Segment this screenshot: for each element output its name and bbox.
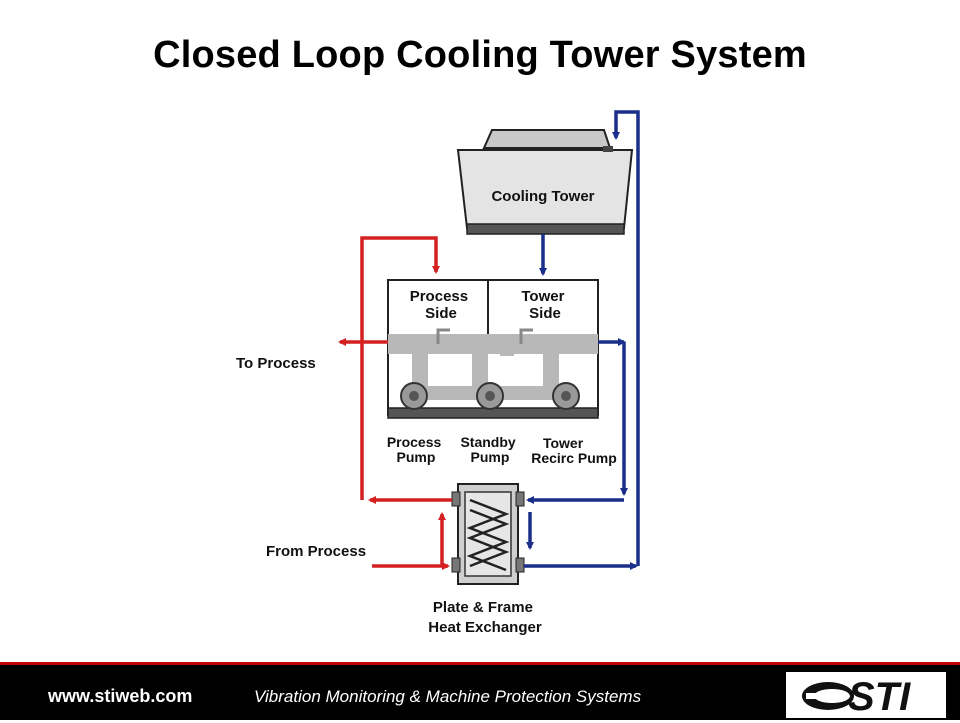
to-process-label: To Process [236,355,316,372]
sti-logo-text: STI [848,675,911,718]
pump-skid: Process Side Tower Side [387,279,599,419]
standby-pump-label: Standby Pump [460,434,519,465]
cooling-tower-label: Cooling Tower [491,188,594,205]
footer-url[interactable]: www.stiweb.com [48,686,193,706]
process-loop-piping [338,236,452,570]
sti-logo: STI [786,672,946,719]
cooling-tower: Cooling Tower [456,129,634,235]
tower-recirc-pump-label: Tower Recirc Pump [531,435,617,466]
tower-loop-piping [524,110,640,570]
tower-recirc-pump-icon [552,382,580,410]
process-side-label: Process Side [410,288,473,322]
process-pump-label: Process Pump [387,434,445,465]
cooling-loop-diagram: Cooling Tower Process Side [236,110,640,636]
heat-exchanger-label: Plate & Frame Heat Exchanger [428,599,542,636]
tower-side-label: Tower Side [521,288,568,322]
plate-frame-heat-exchanger [451,483,525,585]
process-pump-icon [400,382,428,410]
footer-tagline: Vibration Monitoring & Machine Protectio… [254,687,642,706]
standby-pump-icon [476,382,504,410]
footer-divider [0,662,960,665]
from-process-label: From Process [266,543,366,560]
slide-title: Closed Loop Cooling Tower System [153,34,807,76]
